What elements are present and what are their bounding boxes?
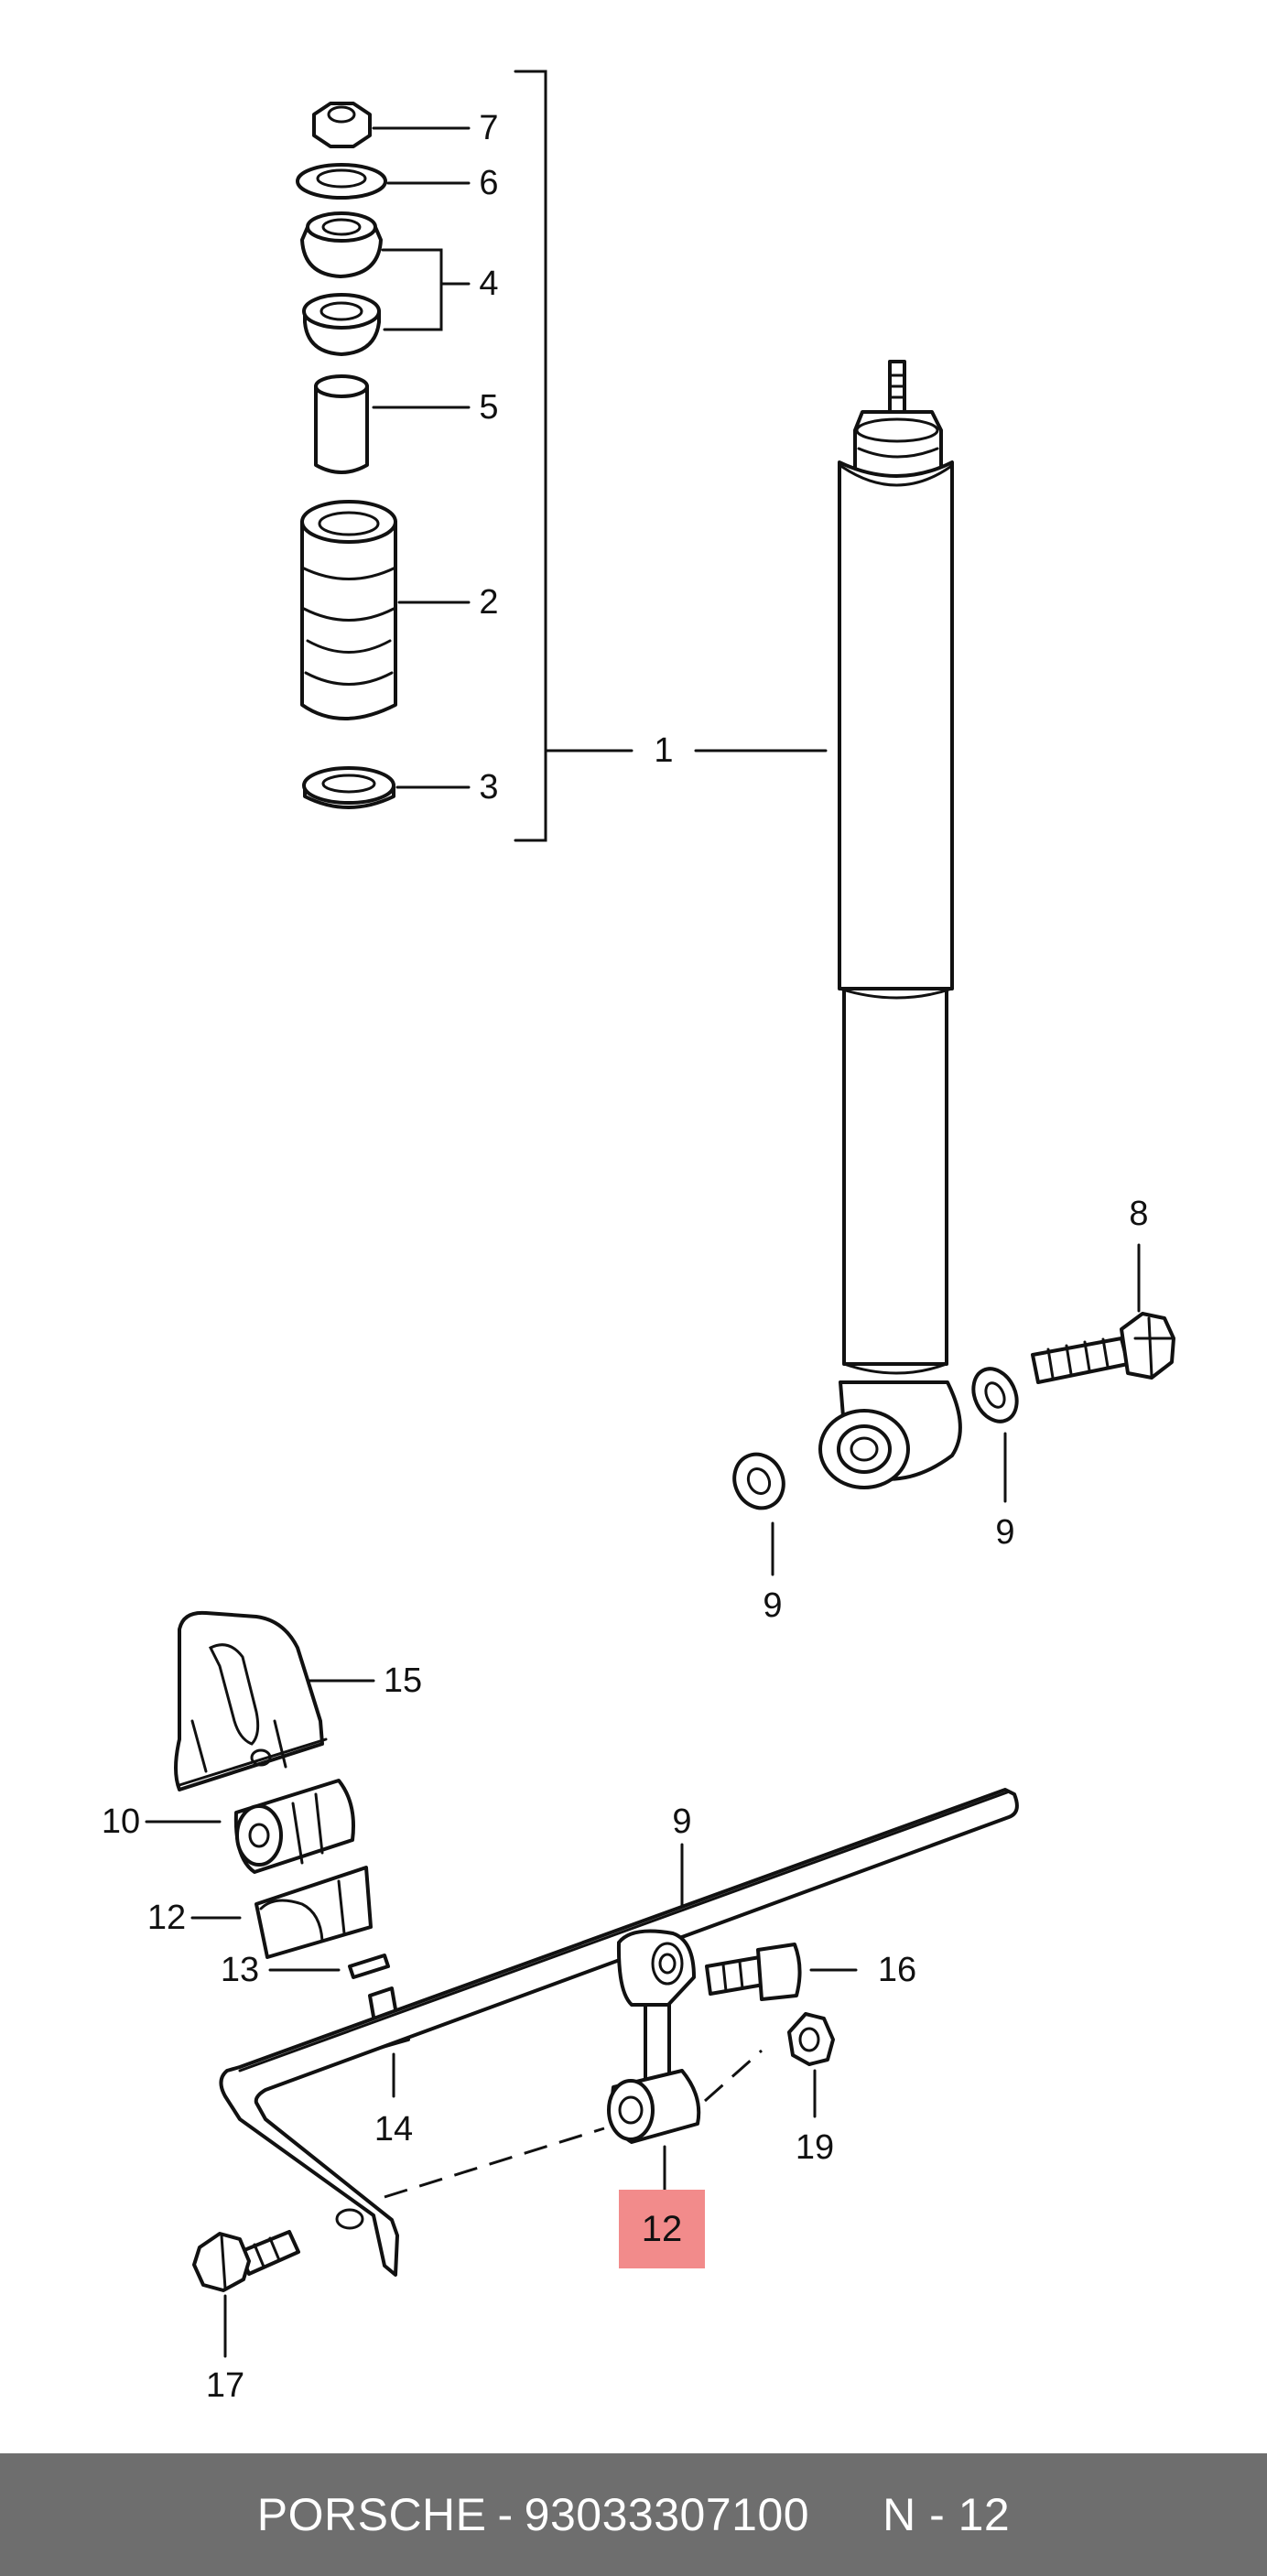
callout-1[interactable]: 1 [654, 731, 674, 770]
callout-5[interactable]: 5 [479, 388, 499, 427]
part-14-pin [348, 1954, 390, 1979]
callout-2[interactable]: 2 [479, 583, 499, 622]
callout-7[interactable]: 7 [479, 109, 499, 147]
part-10-stabilizer-bar [219, 1788, 1019, 2277]
part-1-shock-absorber [818, 360, 962, 1489]
callout-16[interactable]: 15 [383, 1661, 423, 1700]
callout-10[interactable]: 9 [672, 1802, 692, 1841]
footer-dash: - [497, 2489, 514, 2540]
part-4-bushing-lower [302, 293, 381, 356]
callout-19[interactable]: 19 [795, 2128, 835, 2167]
part-3-washer [302, 766, 395, 809]
callout-4[interactable]: 4 [479, 265, 499, 303]
callout-12: 12 [641, 2208, 683, 2249]
part-9-washer-left [732, 1452, 785, 1510]
callout-9-left[interactable]: 9 [763, 1586, 783, 1625]
callout-11[interactable]: 10 [101, 1802, 141, 1841]
part-5-sleeve [314, 374, 369, 474]
callout-9-right[interactable]: 9 [995, 1513, 1015, 1552]
part-19-nut [787, 2012, 835, 2066]
parts-diagram: 7 6 4 5 2 3 1 8 9 9 15 10 9 12 13 16 14 … [101, 70, 1175, 2405]
part-4-bushing-upper [300, 211, 383, 278]
part-8-bolt [1031, 1312, 1175, 1384]
callout-18[interactable]: 17 [205, 2366, 245, 2405]
footer-part-number: 93033307100 [524, 2489, 810, 2540]
callout-13[interactable]: 12 [146, 1899, 187, 1937]
callout-6[interactable]: 6 [479, 164, 499, 202]
callout-12-highlight[interactable]: 12 [619, 2190, 705, 2268]
footer-brand: PORSCHE [256, 2489, 487, 2540]
callout-17[interactable]: 16 [877, 1951, 917, 1989]
footer-diagram-ref: N - 12 [883, 2489, 1011, 2540]
part-6-washer [296, 163, 387, 200]
part-13-clamp [254, 1866, 373, 1959]
part-16-bracket [174, 1610, 328, 1791]
part-9-washer-right [971, 1367, 1019, 1423]
part-7-nut [312, 102, 372, 148]
part-18-bolt [192, 2230, 300, 2292]
footer-bar: PORSCHE - 93033307100 N - 12 [0, 2453, 1267, 2576]
part-12-coupling-rod [607, 1929, 701, 2144]
exploded-view-drawing [145, 70, 1175, 2358]
part-11-rubber-bushing [233, 1779, 355, 1874]
callout-15[interactable]: 14 [374, 2110, 414, 2148]
callout-8[interactable]: 8 [1129, 1195, 1149, 1233]
part-17-bolt [705, 1943, 802, 2001]
part-2-bump-stop [300, 500, 397, 720]
callout-3[interactable]: 3 [479, 768, 499, 806]
callout-14[interactable]: 13 [220, 1951, 260, 1989]
